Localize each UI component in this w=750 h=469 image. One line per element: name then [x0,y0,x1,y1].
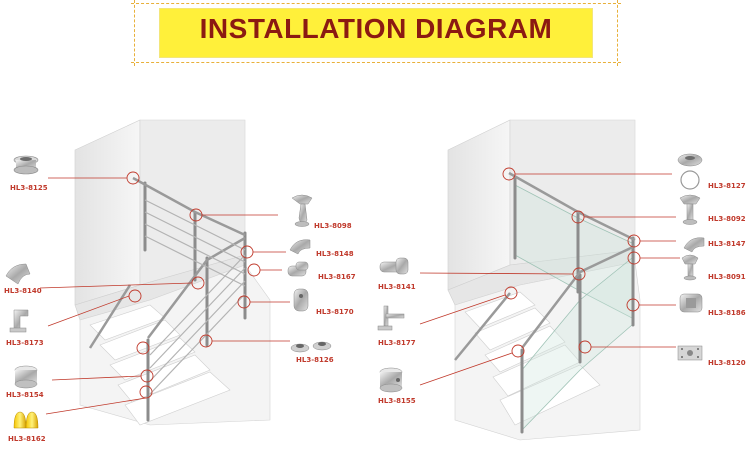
dome-flange-icon [677,153,703,190]
base-flange-icon [290,341,332,353]
label-hl3-8091: HL3-8091 [708,273,746,281]
gold-end-cap-icon [13,411,39,429]
swivel-connector-icon [379,257,409,275]
label-hl3-8154: HL3-8154 [6,391,44,399]
adjustable-post-bracket-icon [681,254,699,281]
glass-clamp-icon [679,293,703,313]
label-hl3-8170: HL3-8170 [316,308,354,316]
elbow-joint-icon [5,263,31,285]
elbow-connector-icon [289,239,311,255]
round-end-cap-icon [379,367,403,393]
label-hl3-8162: HL3-8162 [8,435,46,443]
label-hl3-8125: HL3-8125 [10,184,48,192]
label-hl3-8177: HL3-8177 [378,339,416,347]
title-frame-right-line [617,0,618,66]
label-hl3-8167: HL3-8167 [318,273,356,281]
label-hl3-8098: HL3-8098 [314,222,352,230]
title-background [159,8,593,58]
page-title: INSTALLATION DIAGRAM [199,13,553,44]
rod-holder-icon [293,288,309,312]
label-hl3-8155: HL3-8155 [378,397,416,405]
label-hl3-8140: HL3-8140 [4,287,42,295]
tee-connector-icon [287,261,309,277]
title-frame-bottom-line [131,62,621,63]
title-frame-left-line [134,0,135,66]
label-hl3-8148: HL3-8148 [316,250,354,258]
base-plate-icon [677,345,703,361]
label-hl3-8173: HL3-8173 [6,339,44,347]
end-cap-icon [14,365,38,389]
flange-cover-icon [13,155,39,175]
elbow-90-icon [683,237,705,253]
label-hl3-8126: HL3-8126 [296,356,334,364]
label-hl3-8127: HL3-8127 [708,182,746,190]
title-frame-top-line [131,3,621,4]
label-hl3-8120: HL3-8120 [708,359,746,367]
label-hl3-8141: HL3-8141 [378,283,416,291]
label-hl3-8186: HL3-8186 [708,309,746,317]
left-staircase [39,119,290,426]
title-banner: INSTALLATION DIAGRAM [131,0,621,66]
post-top-bracket-icon [679,194,701,225]
handrail-bracket-icon [291,194,313,227]
label-hl3-8092: HL3-8092 [708,215,746,223]
wall-mount-bracket-icon [377,305,405,331]
label-hl3-8147: HL3-8147 [708,240,746,248]
wall-bracket-icon [9,309,29,333]
right-staircase [419,119,680,441]
